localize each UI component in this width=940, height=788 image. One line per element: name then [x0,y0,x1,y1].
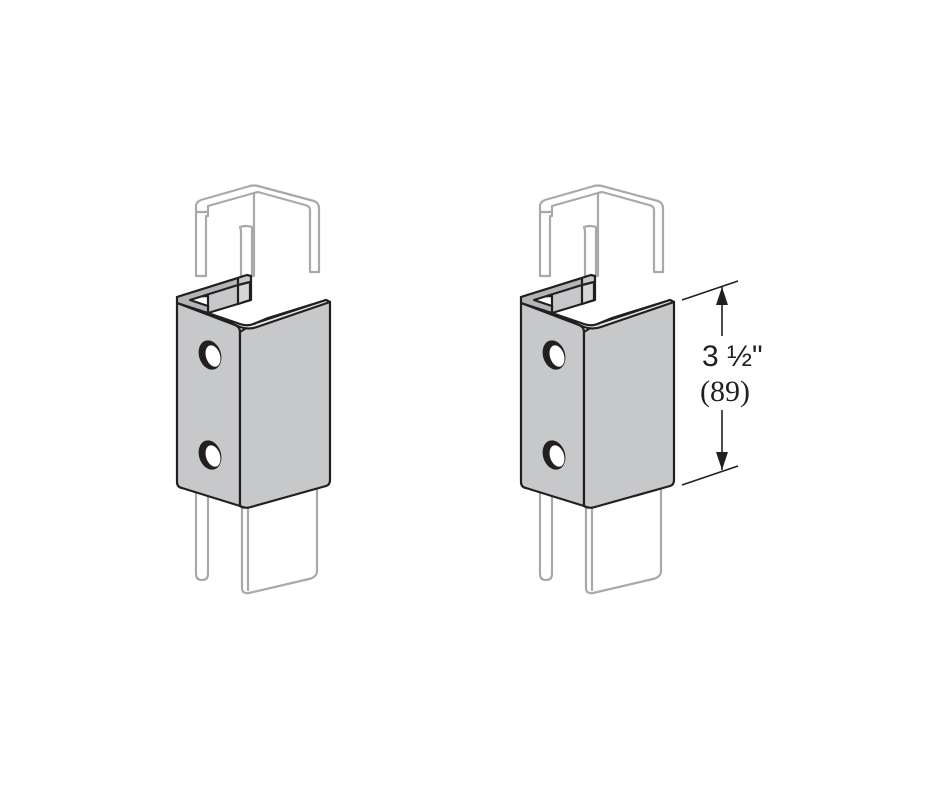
channel-bottom-left-leg [194,488,210,582]
hole-icon [542,440,566,470]
strut-channel-right [538,184,665,595]
dimension-callout [681,280,739,486]
bracket-holes-right [542,340,566,470]
channel-bottom-left-leg [538,488,554,582]
dimension-metric: (89) [700,375,750,408]
arrow-up-icon [716,287,728,305]
hole-icon [198,340,222,370]
arrow-down-icon [716,452,728,470]
hole-icon [198,440,222,470]
bracket-top-inner-return [580,280,596,306]
channel-inner-left-lip [238,224,254,278]
bracket-top-right-edge [206,298,332,330]
bracket-left [175,273,332,509]
assembly-left [175,184,332,595]
channel-inner-left-lip [582,224,598,278]
bracket-top-right-edge [550,298,676,330]
channel-side-left [538,212,552,278]
channel-top-outline [538,184,665,274]
dimension-imperial: 3 ½" [702,340,763,373]
channel-top-outline [194,184,321,274]
channel-side-left [194,212,208,278]
bracket-top-inner-return [236,280,252,306]
bracket-front-left-face [519,301,586,508]
extension-line-top [681,280,739,301]
hole-icon [542,340,566,370]
channel-bottom-right [584,488,663,595]
bracket-right [519,273,676,509]
bracket-front-right-face [238,298,332,509]
extension-line-bottom [681,465,739,486]
bracket-front-right-face [582,298,676,509]
bracket-holes-left [198,340,222,470]
bracket-front-left-face [175,301,242,508]
channel-bottom-right [240,488,319,595]
assembly-right [519,184,676,595]
